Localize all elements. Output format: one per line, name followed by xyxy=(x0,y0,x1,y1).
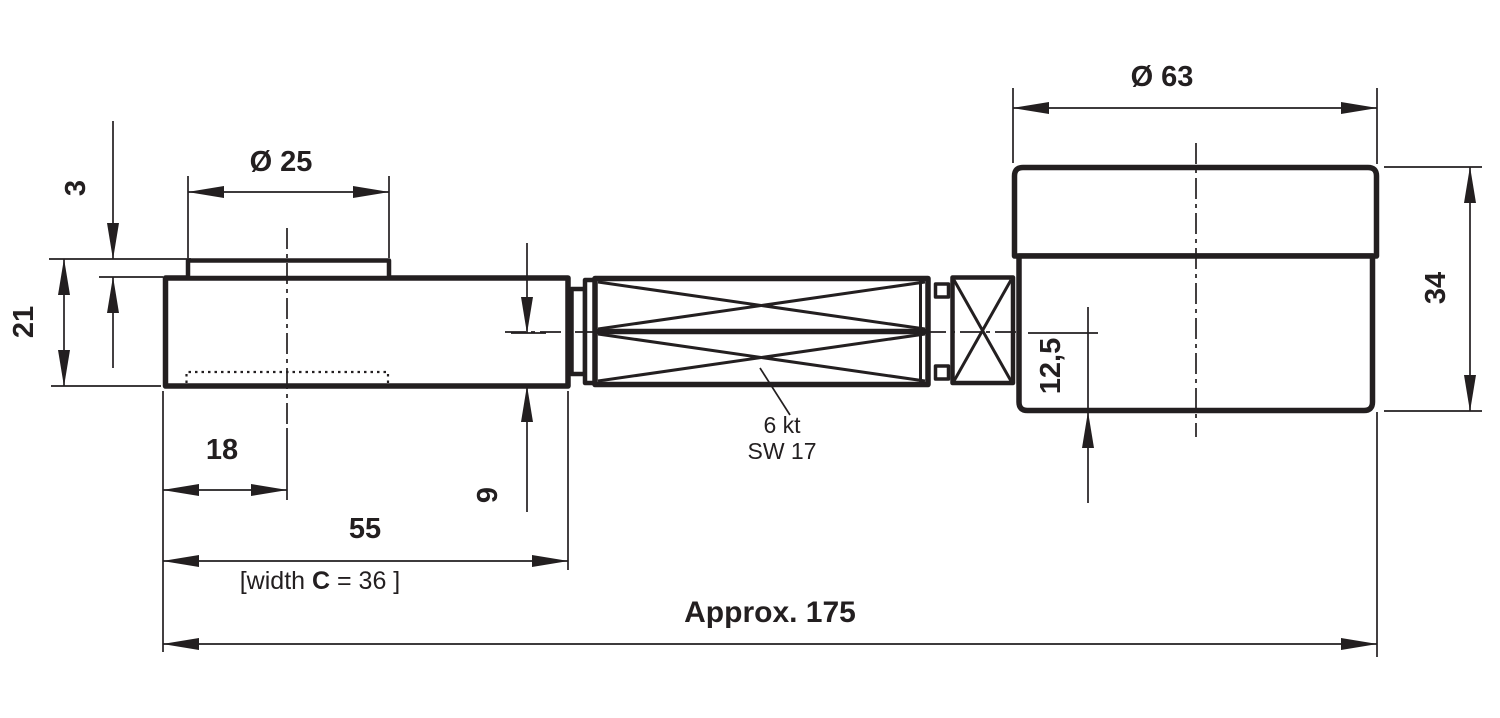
dim-label-right-height: 34 xyxy=(1420,272,1452,304)
dim-height-21: 21 xyxy=(8,258,161,387)
dim-label-overall-length: Approx. 175 xyxy=(684,596,856,629)
dim-label-axis-offset-12-5: 12,5 xyxy=(1035,338,1067,394)
dim-label-diameter-25: Ø 25 xyxy=(250,146,313,178)
dim-axis-offset-12-5: 12,5 xyxy=(1028,307,1098,503)
dim-axis-offset-9: 9 xyxy=(472,243,546,512)
dim-overall-length: Approx. 175 xyxy=(162,412,1378,657)
hex-label-line2: SW 17 xyxy=(747,438,816,464)
dim-label-offset-18: 18 xyxy=(206,434,238,466)
dim-label-axis-offset-9: 9 xyxy=(472,487,504,503)
dim-label-diameter-63: Ø 63 xyxy=(1131,61,1194,93)
hex-callout: 6 kt SW 17 xyxy=(747,367,817,464)
dim-height-34: 34 xyxy=(1384,166,1482,412)
dim-boss-height-3: 3 xyxy=(49,121,191,368)
dim-offset-18: 18 xyxy=(162,391,288,652)
dim-length-55: 55 [width C = 36 ] xyxy=(162,391,569,595)
hex-label-line1: 6 kt xyxy=(763,412,801,438)
rod-end-tabs xyxy=(933,282,951,381)
width-c-note-suffix: = 36 ] xyxy=(330,567,400,595)
dim-label-boss-height: 3 xyxy=(60,180,92,196)
dim-label-left-height: 21 xyxy=(8,306,40,338)
dim-label-length-55: 55 xyxy=(349,513,381,545)
load-button-boss xyxy=(185,258,392,281)
width-c-note-prefix: [width xyxy=(240,567,312,595)
width-c-note: [width C = 36 ] xyxy=(240,567,401,595)
left-body xyxy=(162,275,571,389)
dim-diameter-63: Ø 63 xyxy=(1012,61,1378,164)
square-section xyxy=(950,275,1016,386)
hex-leader-line xyxy=(759,367,791,416)
dim-diameter-25: Ø 25 xyxy=(187,146,390,258)
width-c-note-var: C xyxy=(312,567,330,595)
